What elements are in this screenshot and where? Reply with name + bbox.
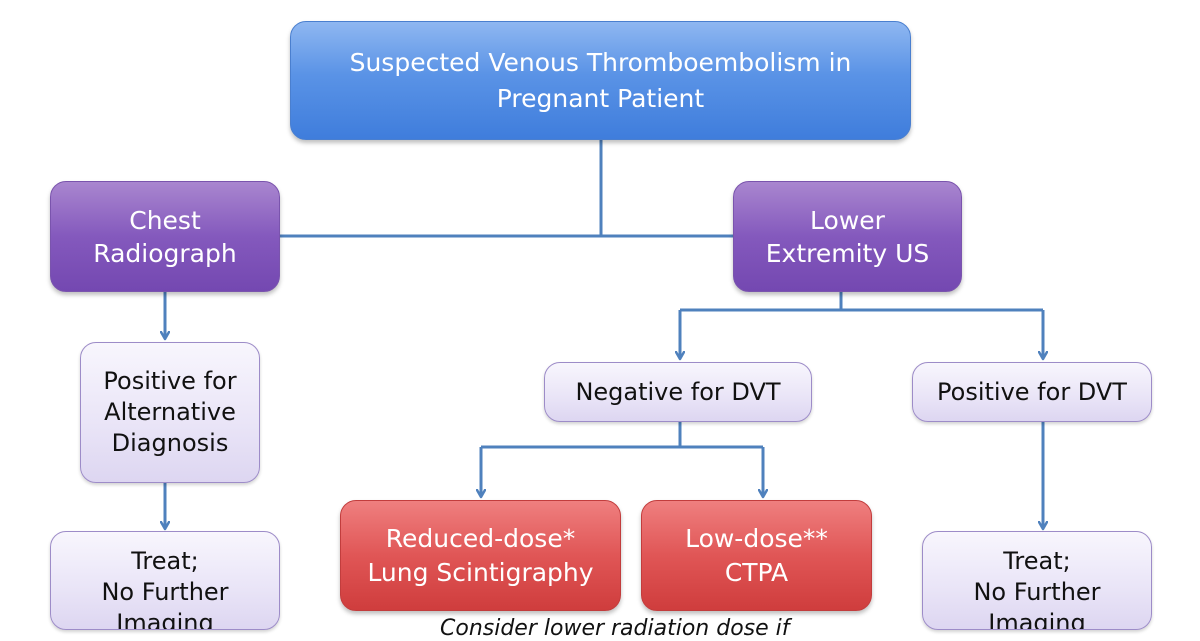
ctpa-node: Low-dose** CTPA bbox=[641, 500, 872, 611]
negative-dvt-node: Negative for DVT bbox=[544, 362, 812, 422]
lower-extremity-us-node: Lower Extremity US bbox=[733, 181, 962, 292]
lung-scintigraphy-node: Reduced-dose* Lung Scintigraphy bbox=[340, 500, 621, 611]
root-node: Suspected Venous Thromboembolism in Preg… bbox=[290, 21, 911, 140]
chest-radiograph-node: Chest Radiograph bbox=[50, 181, 280, 292]
connector-root-to-branches bbox=[280, 140, 733, 238]
treat-left-node: Treat; No Further Imaging bbox=[50, 531, 280, 630]
positive-dvt-node: Positive for DVT bbox=[912, 362, 1152, 422]
alternative-diagnosis-node: Positive for Alternative Diagnosis bbox=[80, 342, 260, 483]
connector-neg-dvt-split bbox=[481, 422, 763, 449]
treat-right-node: Treat; No Further Imaging bbox=[922, 531, 1152, 630]
footnote-text: Consider lower radiation dose if bbox=[440, 616, 790, 641]
connector-us-split bbox=[680, 292, 1043, 312]
